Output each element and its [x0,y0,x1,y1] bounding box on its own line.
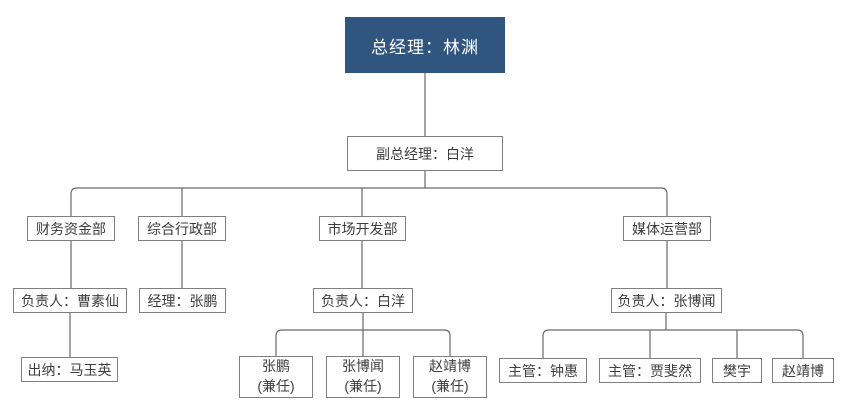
node-media-lead[interactable]: 负责人：张博闻 [611,288,722,313]
node-label: 赵靖博 [782,362,824,379]
node-label: 张博闻 [342,358,384,375]
node-label: 副总经理：白洋 [376,145,474,162]
node-general-manager[interactable]: 总经理：林渊 [345,17,505,73]
node-label: 经理：张鹏 [147,292,218,309]
node-admin-manager[interactable]: 经理：张鹏 [139,288,226,313]
node-market-lead[interactable]: 负责人：白洋 [313,288,413,313]
node-cashier[interactable]: 出纳：马玉英 [21,357,118,382]
node-dept-market-dev[interactable]: 市场开发部 [319,216,406,241]
node-media-member-fanyu[interactable]: 樊宇 [712,358,762,383]
node-dept-finance[interactable]: 财务资金部 [27,216,115,241]
node-label: 财务资金部 [36,220,106,237]
node-media-supervisor-jiafeiran[interactable]: 主管：贾斐然 [599,358,701,383]
node-dept-admin[interactable]: 综合行政部 [138,216,226,241]
node-market-member-zhaojingbo[interactable]: 赵靖博 (兼任) [413,356,487,398]
node-market-member-zhangpeng[interactable]: 张鹏 (兼任) [239,356,313,398]
node-media-supervisor-zhonghui[interactable]: 主管：钟惠 [499,358,587,383]
node-label: 出纳：马玉英 [27,361,112,378]
node-label: 总经理：林渊 [371,37,479,57]
node-label: 负责人：张博闻 [617,292,716,309]
node-finance-lead[interactable]: 负责人：曹素仙 [13,288,127,313]
node-sublabel: (兼任) [344,378,382,394]
node-label: 张鹏 [262,358,290,375]
node-label: 主管：贾斐然 [608,362,692,379]
node-label: 赵靖博 [429,358,471,375]
node-label: 市场开发部 [327,220,398,237]
node-sublabel: (兼任) [431,378,469,394]
node-label: 主管：钟惠 [508,362,578,379]
node-dept-media-ops[interactable]: 媒体运营部 [623,216,711,241]
node-deputy-general-manager[interactable]: 副总经理：白洋 [347,136,503,171]
node-label: 综合行政部 [147,220,217,237]
node-media-member-zhaojingbo[interactable]: 赵靖博 [772,358,834,383]
node-label: 樊宇 [723,362,751,379]
node-label: 负责人：曹素仙 [21,292,119,309]
node-label: 负责人：白洋 [321,292,405,309]
node-label: 媒体运营部 [632,220,702,237]
node-sublabel: (兼任) [257,378,295,394]
node-market-member-zhangbowen[interactable]: 张博闻 (兼任) [326,356,400,398]
